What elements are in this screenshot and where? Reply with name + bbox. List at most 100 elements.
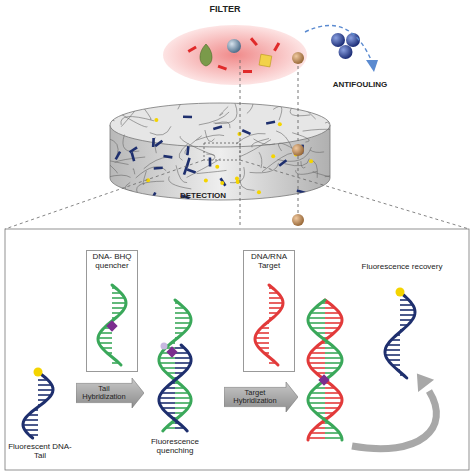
polymer-chain xyxy=(137,181,164,192)
polymer-chain xyxy=(328,108,345,123)
fluorophore-dot xyxy=(271,154,275,158)
polymer-chain xyxy=(150,126,171,135)
polymer-chain xyxy=(241,140,271,157)
state-label: Fluorescence recovery xyxy=(360,262,444,271)
fluorophore-dot xyxy=(396,288,405,297)
section-label: FILTER xyxy=(195,4,255,14)
polymer-chain xyxy=(262,153,292,172)
probe-strand xyxy=(187,168,196,173)
hydrogel-top xyxy=(110,103,330,147)
state-label: Fluorescent DNA- Tail xyxy=(4,442,76,460)
probe-strand xyxy=(152,138,155,147)
base-pair xyxy=(38,389,53,391)
zoom-region xyxy=(204,143,240,160)
polymer-chain xyxy=(205,130,215,142)
antifouling-cluster xyxy=(305,25,378,72)
polymer-chain xyxy=(240,175,255,191)
dna-backbone xyxy=(170,300,191,344)
polymer-chain xyxy=(108,117,114,121)
base-pair xyxy=(112,302,126,304)
fluorophore-dot xyxy=(309,159,313,163)
base-pair xyxy=(308,317,325,319)
base-pair xyxy=(325,357,342,359)
polymer-chain xyxy=(208,96,238,104)
step-arrow: Tail Hybridization xyxy=(76,378,144,408)
particle xyxy=(218,65,227,71)
base-pair xyxy=(159,402,175,404)
step-label: Tail Hybridization xyxy=(76,385,132,402)
polymer-chain xyxy=(247,97,254,114)
base-pair xyxy=(400,314,415,316)
bhq-quencher xyxy=(106,320,117,331)
dna-backbone xyxy=(385,292,415,378)
probe-strand xyxy=(186,158,191,167)
polymer-mesh xyxy=(95,91,358,211)
fluorophore-dot xyxy=(154,118,158,122)
base-pair xyxy=(159,362,175,364)
base-pair xyxy=(175,322,191,324)
polymer-chain xyxy=(197,170,227,173)
probe-strand xyxy=(266,121,275,125)
base-pair xyxy=(175,357,191,359)
polymer-chain xyxy=(144,157,170,169)
repel-arrow xyxy=(305,25,372,62)
probe-strand xyxy=(213,125,222,130)
polymer-chain xyxy=(136,167,167,178)
arrow-body xyxy=(224,382,298,412)
polymer-chain xyxy=(121,111,135,127)
base-pair xyxy=(98,337,112,339)
dna-illustration xyxy=(23,285,415,440)
base-pair xyxy=(325,317,342,319)
particle xyxy=(243,70,252,73)
polymer-chain xyxy=(143,107,151,119)
foulant-sphere xyxy=(331,33,345,47)
polymer-chain xyxy=(108,138,118,155)
recovery-arrow xyxy=(352,391,436,449)
polymer-chain xyxy=(185,136,202,155)
particle xyxy=(188,46,197,53)
base-pair xyxy=(325,402,342,404)
bhq-quencher xyxy=(318,374,329,385)
polymer-chain xyxy=(303,129,334,131)
polymer-chain xyxy=(106,175,130,177)
base-pair xyxy=(308,437,325,439)
filter-particles xyxy=(188,37,304,73)
section-label: ANTIFOULING xyxy=(320,80,400,89)
base-pair xyxy=(269,302,283,304)
polymer-chain xyxy=(257,95,289,103)
base-pair xyxy=(385,354,400,356)
base-pair xyxy=(255,337,269,339)
quenched-fluorophore xyxy=(161,343,168,350)
base-pair xyxy=(308,357,325,359)
dna-backbone xyxy=(98,285,126,365)
polymer-chain xyxy=(267,96,298,104)
particle xyxy=(292,144,304,156)
fluorophore-dot xyxy=(237,132,241,136)
base-pair xyxy=(159,357,175,359)
arrow-body xyxy=(76,378,144,408)
polymer-chain xyxy=(95,186,118,197)
polymer-chain xyxy=(230,167,244,183)
polymer-chain xyxy=(196,135,224,140)
base-pair xyxy=(309,402,326,404)
probe-strand xyxy=(183,166,188,175)
polymer-chain xyxy=(313,171,346,181)
fluorophore-dot xyxy=(34,368,43,377)
polymer-chain xyxy=(325,121,351,135)
polymer-chain xyxy=(133,169,135,175)
polymer-chain xyxy=(214,103,237,123)
arrow-head xyxy=(366,60,378,72)
particle xyxy=(259,54,272,67)
polymer-chain xyxy=(169,176,192,189)
polymer-chain xyxy=(125,182,132,191)
base-pair xyxy=(325,362,342,364)
dna-backbone xyxy=(308,300,342,440)
zoom-panel xyxy=(5,229,469,470)
probe-strand xyxy=(183,115,192,118)
fluorophore-dot xyxy=(236,180,240,184)
polymer-chain xyxy=(254,139,276,145)
polymer-chain xyxy=(187,159,221,178)
fluorophore-dot xyxy=(204,179,208,183)
fluorophore-dot xyxy=(215,165,219,169)
